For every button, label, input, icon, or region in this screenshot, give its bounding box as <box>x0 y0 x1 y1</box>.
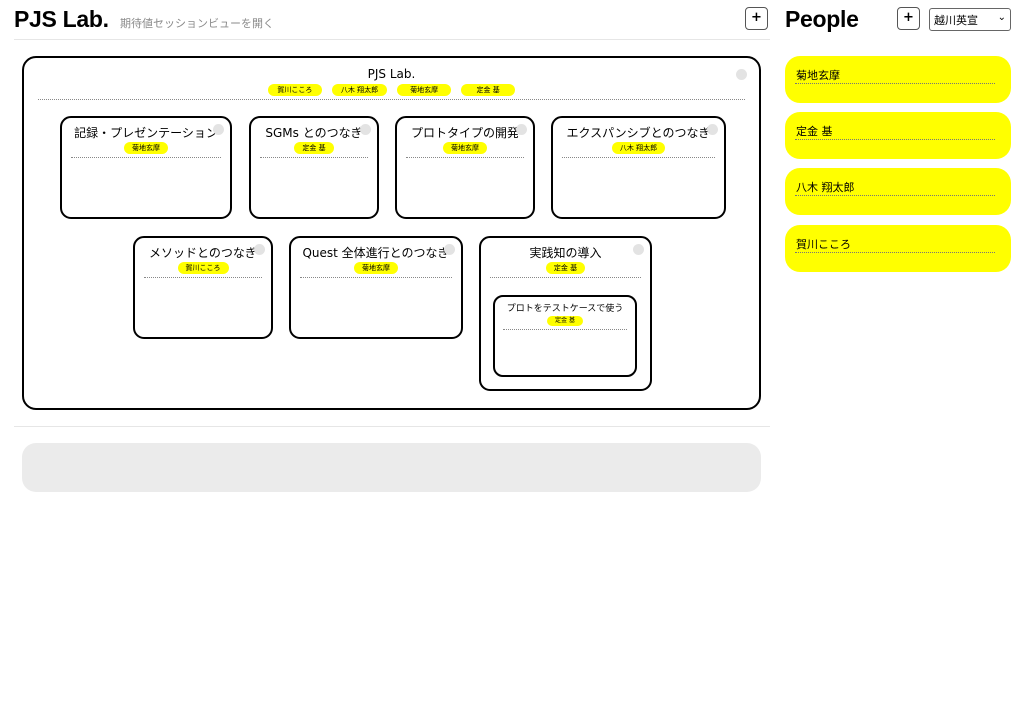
section-divider <box>14 426 770 427</box>
card-status-dot[interactable] <box>516 124 527 135</box>
task-card[interactable]: 実践知の導入 定金 基 プロトをテストケースで使う 定金 基 <box>479 236 652 391</box>
board-divider <box>38 99 745 100</box>
app-title: PJS Lab. <box>14 6 109 32</box>
task-card[interactable]: 記録・プレゼンテーション 菊地玄摩 <box>60 116 232 219</box>
card-divider <box>490 277 641 278</box>
card-title: プロトタイプの開発 <box>410 126 519 140</box>
card-divider <box>300 277 452 278</box>
task-card[interactable]: Quest 全体進行とのつなぎ 菊地玄摩 <box>289 236 463 339</box>
card-member-chip[interactable]: 八木 翔太郎 <box>611 142 666 154</box>
chevron-down-icon: ⌄ <box>997 12 1006 23</box>
person-name: 定金 基 <box>796 125 833 138</box>
card-status-dot[interactable] <box>444 244 455 255</box>
person-divider <box>795 252 995 253</box>
card-title: SGMs とのつなぎ <box>265 126 363 140</box>
task-card[interactable]: プロトタイプの開発 菊地玄摩 <box>395 116 535 219</box>
task-card[interactable]: エクスパンシブとのつなぎ 八木 翔太郎 <box>551 116 726 219</box>
card-member-chip[interactable]: 賀川こころ <box>177 262 229 274</box>
card-title: メソッドとのつなぎ <box>149 246 257 260</box>
card-title: Quest 全体進行とのつなぎ <box>302 246 450 260</box>
card-status-dot[interactable] <box>213 124 224 135</box>
subtask-title: プロトをテストケースで使う <box>506 304 624 314</box>
open-expectation-session-link[interactable]: 期待値セッションビューを開く <box>120 17 274 30</box>
user-select-value: 越川英宣 <box>934 14 978 27</box>
card-member-chip[interactable]: 菊地玄摩 <box>354 262 398 274</box>
subtask-card[interactable]: プロトをテストケースで使う 定金 基 <box>493 295 637 377</box>
card-divider <box>144 277 262 278</box>
card-divider <box>562 157 715 158</box>
people-title: People <box>785 6 859 32</box>
member-chip[interactable]: 菊地玄摩 <box>397 84 452 96</box>
card-title: エクスパンシブとのつなぎ <box>566 126 711 140</box>
user-select[interactable]: 越川英宣 ⌄ <box>929 8 1011 31</box>
person-card[interactable]: 定金 基 <box>785 112 1011 159</box>
board-status-dot[interactable] <box>736 69 747 80</box>
person-card[interactable]: 菊地玄摩 <box>785 56 1011 103</box>
person-card[interactable]: 八木 翔太郎 <box>785 168 1011 215</box>
card-status-dot[interactable] <box>707 124 718 135</box>
project-board[interactable]: PJS Lab. 賀川こころ 八木 翔太郎 菊地玄摩 定金 基 記録・プレゼンテ… <box>22 56 761 410</box>
person-name: 菊地玄摩 <box>796 69 840 82</box>
task-card[interactable]: SGMs とのつなぎ 定金 基 <box>249 116 379 219</box>
card-divider <box>71 157 221 158</box>
add-person-button[interactable]: + <box>897 7 920 30</box>
card-member-chip[interactable]: 菊地玄摩 <box>443 142 487 154</box>
person-divider <box>795 139 995 140</box>
member-chip[interactable]: 八木 翔太郎 <box>331 84 388 96</box>
member-chip[interactable]: 賀川こころ <box>267 84 322 96</box>
card-title: 実践知の導入 <box>529 246 602 260</box>
member-chip[interactable]: 定金 基 <box>461 84 516 96</box>
card-member-chip[interactable]: 菊地玄摩 <box>124 142 168 154</box>
person-divider <box>795 83 995 84</box>
subtask-member-chip[interactable]: 定金 基 <box>547 316 583 326</box>
card-member-chip[interactable]: 定金 基 <box>294 142 334 154</box>
person-name: 八木 翔太郎 <box>796 181 855 194</box>
card-status-dot[interactable] <box>360 124 371 135</box>
person-card[interactable]: 賀川こころ <box>785 225 1011 272</box>
person-name: 賀川こころ <box>796 238 851 251</box>
person-divider <box>795 195 995 196</box>
card-divider <box>406 157 524 158</box>
card-member-chip[interactable]: 定金 基 <box>545 262 586 274</box>
task-card[interactable]: メソッドとのつなぎ 賀川こころ <box>133 236 273 339</box>
subtask-divider <box>503 329 627 330</box>
board-members: 賀川こころ 八木 翔太郎 菊地玄摩 定金 基 <box>24 84 759 96</box>
card-divider <box>260 157 368 158</box>
card-status-dot[interactable] <box>254 244 265 255</box>
add-item-button[interactable]: + <box>745 7 768 30</box>
header: PJS Lab. 期待値セッションビューを開く <box>14 6 770 40</box>
card-title: 記録・プレゼンテーション <box>74 126 218 140</box>
card-status-dot[interactable] <box>633 244 644 255</box>
board-title: PJS Lab. <box>367 67 416 81</box>
new-item-drop-area[interactable] <box>22 443 761 492</box>
